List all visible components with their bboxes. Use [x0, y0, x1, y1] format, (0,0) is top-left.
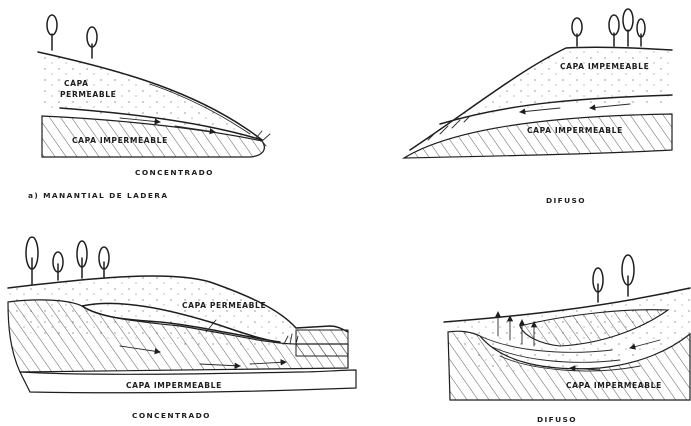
- label-impermeable-layer: CAPA IMPERMEABLE: [566, 381, 662, 390]
- tree-icon: [99, 247, 109, 278]
- label-permeable-layer: CAPA PERMEABLE: [182, 301, 266, 310]
- caption-diffuse: DIFUSO: [546, 196, 586, 205]
- label-impermeable-layer-lower: CAPA IMPERMEABLE: [527, 126, 623, 135]
- tree-icon: [87, 27, 97, 58]
- panel-hillside-diffuse: CAPA IMPEMEABLE CAPA IMPERMEABLE DIFUSO: [404, 9, 672, 205]
- label-permeable-layer: PERMEABLE: [60, 90, 116, 99]
- tree-icon: [609, 15, 619, 46]
- label-impermeable-layer-upper: CAPA IMPEMEABLE: [560, 62, 649, 71]
- section-title: a) MANANTIAL DE LADERA: [28, 191, 168, 200]
- tree-icon: [26, 237, 38, 284]
- label-impermeable-layer: CAPA IMPERMEABLE: [72, 136, 168, 145]
- caption-concentrated: CONCENTRADO: [132, 411, 211, 420]
- panel-hillside-concentrated: CAPA PERMEABLE CAPA IMPERMEABLE CONCENTR…: [38, 15, 270, 177]
- tree-icon: [623, 9, 633, 46]
- tree-icon: [622, 255, 634, 296]
- tree-icon: [593, 268, 603, 302]
- caption-concentrated: CONCENTRADO: [135, 168, 214, 177]
- label-impermeable-layer: CAPA IMPERMEABLE: [126, 381, 222, 390]
- label-permeable-layer: CAPA: [64, 79, 89, 88]
- impermeable-layer: [404, 114, 672, 158]
- panel-depression-diffuse: CAPA IMPERMEABLE DIFUSO: [444, 255, 690, 424]
- tree-icon: [53, 252, 63, 280]
- tree-icon: [77, 241, 87, 278]
- tree-icon: [637, 19, 645, 46]
- panel-depression-concentrated: CAPA PERMEABLE CAPA IMPERMEABLE CONCENTR…: [8, 237, 356, 420]
- caption-diffuse: DIFUSO: [537, 415, 577, 424]
- tree-icon: [572, 18, 582, 46]
- tree-icon: [47, 15, 57, 50]
